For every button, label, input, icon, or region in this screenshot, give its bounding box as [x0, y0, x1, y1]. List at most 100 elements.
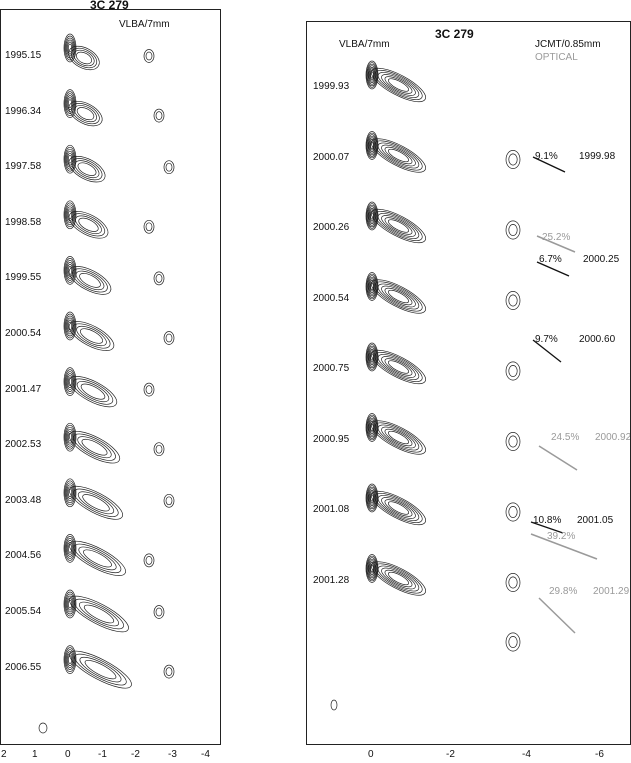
- right-jet-contour: [365, 483, 426, 526]
- right-knot-contour: [505, 632, 521, 652]
- left-knot-contour: [153, 442, 165, 457]
- polarization-vector: [536, 235, 576, 253]
- left-contour-maps: [38, 33, 175, 734]
- left-jet-contour: [63, 422, 121, 464]
- left-knot-contour: [163, 331, 175, 345]
- left-jet-contour: [63, 144, 106, 183]
- left-x-tick-label: 0: [65, 749, 71, 760]
- left-knot-contour: [143, 49, 155, 63]
- right-x-tick-label: 0: [368, 749, 374, 760]
- left-epoch-label: 1996.34: [5, 105, 42, 117]
- left-jet-contour: [63, 311, 115, 351]
- left-jet-contour: [63, 33, 100, 71]
- left-knot-contour: [143, 553, 155, 568]
- right-epoch-label: 2000.75: [313, 363, 350, 374]
- left-jet-contour: [63, 478, 123, 520]
- right-panel: 3C 279 VLBA/7mm JCMT/0.85mm OPTICAL 1999…: [306, 21, 631, 745]
- polarization-vector: [532, 156, 566, 173]
- right-epoch-label: 1999.93: [313, 81, 350, 92]
- left-epoch-label: 2004.56: [5, 550, 42, 562]
- right-jet-contour: [365, 413, 426, 455]
- left-instrument-label: VLBA/7mm: [119, 19, 170, 30]
- polarization-vector: [532, 339, 562, 363]
- polarization-vector: [530, 521, 564, 534]
- right-instrument-vlba: VLBA/7mm: [339, 39, 390, 50]
- polarization-percent: 6.7%: [539, 254, 562, 265]
- polarization-epoch: 2001.29: [593, 586, 630, 597]
- right-jet-contour: [365, 272, 426, 314]
- left-jet-contour: [63, 589, 129, 633]
- right-x-tick-label: -2: [446, 749, 455, 760]
- right-knot-contour: [505, 150, 521, 169]
- right-x-tick-label: -4: [522, 749, 531, 760]
- left-knot-contour: [153, 605, 165, 619]
- right-jet-contour: [365, 201, 426, 244]
- left-epoch-label: 2000.54: [5, 328, 42, 339]
- right-epoch-label: 2001.28: [313, 574, 350, 586]
- left-knot-contour: [153, 108, 165, 123]
- left-knot-contour: [143, 382, 155, 397]
- polarization-vector: [538, 445, 578, 471]
- polarization-epoch: 2001.05: [577, 515, 614, 526]
- left-knot-contour: [153, 271, 165, 286]
- left-knot-contour: [163, 160, 175, 175]
- left-epoch-label: 2002.53: [5, 439, 42, 451]
- right-knot-contour: [505, 502, 521, 522]
- left-epoch-label: 2001.47: [5, 383, 42, 395]
- left-epoch-label: 2005.54: [5, 606, 42, 617]
- left-knot-contour: [163, 493, 175, 508]
- left-jet-contour: [63, 645, 132, 689]
- polarization-epoch: 2000.25: [583, 254, 620, 265]
- right-knot-contour: [505, 220, 521, 240]
- right-jet-contour: [365, 60, 426, 103]
- right-knot-contour: [505, 291, 521, 310]
- left-x-tick-label: 2: [1, 749, 7, 760]
- right-contour-maps: [330, 60, 598, 711]
- polarization-epoch: 2000.92: [595, 432, 631, 443]
- polarization-vector: [538, 597, 576, 634]
- left-epoch-label: 1999.55: [5, 272, 42, 284]
- right-jet-contour: [365, 554, 426, 596]
- polarization-epoch: 2000.60: [579, 334, 616, 345]
- right-jet-contour: [365, 131, 426, 173]
- left-epoch-label: 2006.55: [5, 661, 42, 673]
- polarization-percent: 25.2%: [542, 232, 571, 243]
- left-jet-contour: [63, 256, 112, 295]
- right-jet-contour: [365, 342, 426, 385]
- left-knot-contour: [163, 664, 175, 679]
- left-x-tick-label: -4: [201, 749, 210, 760]
- left-jet-contour: [63, 534, 126, 576]
- polarization-percent: 9.7%: [535, 334, 558, 345]
- left-x-tick-label: -1: [98, 749, 107, 760]
- left-jet-contour: [63, 89, 103, 127]
- beam-ellipse-right: [330, 699, 338, 711]
- right-epoch-label: 2000.95: [313, 433, 350, 445]
- left-epoch-label: 1998.58: [5, 216, 42, 228]
- right-epoch-label: 2000.07: [313, 151, 350, 163]
- right-panel-title: 3C 279: [435, 27, 474, 41]
- left-knot-contour: [143, 219, 155, 234]
- right-x-tick-label: -6: [595, 749, 604, 760]
- right-epoch-label: 2000.54: [313, 292, 350, 304]
- right-knot-contour: [505, 432, 521, 451]
- right-epoch-label: 2000.26: [313, 222, 350, 233]
- left-x-tick-label: 1: [32, 749, 38, 760]
- right-instrument-optical: OPTICAL: [535, 52, 578, 63]
- left-epoch-label: 1997.58: [5, 161, 42, 173]
- left-epoch-label: 2003.48: [5, 494, 42, 506]
- right-epoch-label: 2001.08: [313, 504, 350, 515]
- polarization-percent: 10.8%: [533, 515, 562, 526]
- polarization-percent: 9.1%: [535, 151, 558, 162]
- beam-ellipse-left: [38, 722, 48, 734]
- left-x-tick-label: -2: [131, 749, 140, 760]
- polarization-vector: [536, 261, 570, 277]
- right-knot-contour: [505, 361, 521, 381]
- polarization-percent: 39.2%: [547, 531, 576, 542]
- right-instrument-jcmt: JCMT/0.85mm: [535, 39, 601, 50]
- polarization-percent: 24.5%: [551, 432, 580, 443]
- polarization-epoch: 1999.98: [579, 151, 616, 162]
- left-x-tick-label: -3: [168, 749, 177, 760]
- polarization-percent: 29.8%: [549, 586, 578, 597]
- right-knot-contour: [505, 573, 521, 592]
